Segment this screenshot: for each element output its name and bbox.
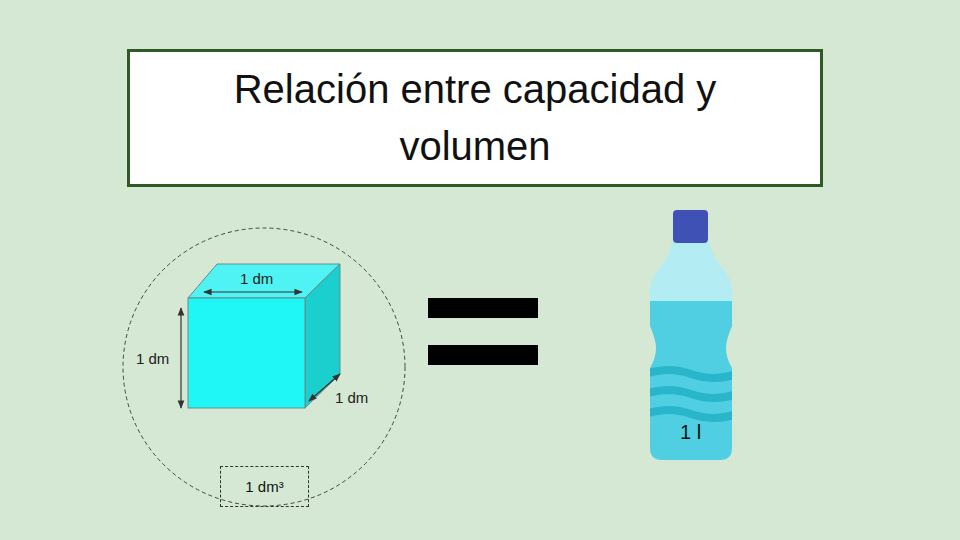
dashed-ellipse [123,228,405,506]
dimension-label: 1 dm [335,389,368,406]
title-box: Relación entre capacidad y volumen [127,49,823,187]
equals-sign [428,298,538,365]
dimension-label: 1 dm [240,270,273,287]
dimension-arrows [181,292,340,408]
cube [188,264,340,408]
node-text: 1 l [680,421,701,444]
bottle: 1 l [645,208,737,464]
dimension-label: 1 dm [136,350,169,367]
dashed-box: 1 dm³ [220,466,309,507]
title: Relación entre capacidad y volumen [180,61,770,175]
node-text: 1 dm³ [245,478,283,495]
